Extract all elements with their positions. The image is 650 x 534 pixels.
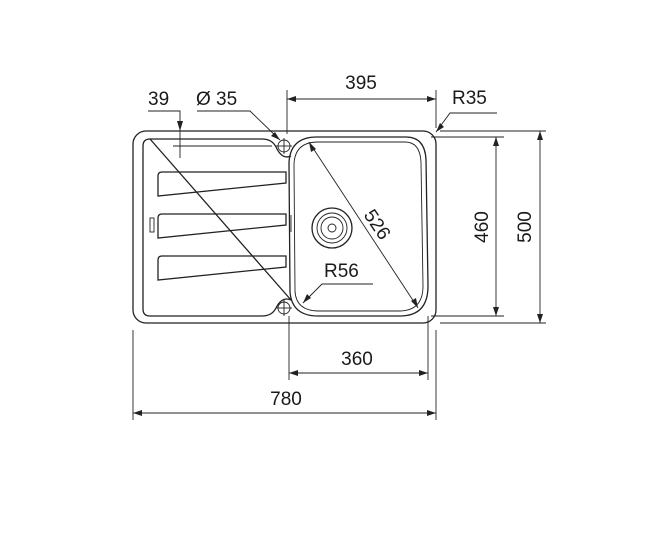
dimension-360 bbox=[288, 316, 429, 380]
drainer-outline bbox=[142, 138, 292, 317]
label-460: 460 bbox=[472, 211, 493, 243]
bowl-inner-outline bbox=[293, 141, 424, 312]
label-r35: R35 bbox=[452, 88, 487, 109]
dimension-39 bbox=[148, 110, 272, 158]
leader-r56 bbox=[302, 283, 373, 304]
label-39: 39 bbox=[148, 89, 169, 110]
sink-outer-outline bbox=[132, 130, 437, 324]
label-r56: R56 bbox=[324, 261, 359, 282]
dimension-395 bbox=[286, 90, 437, 134]
leader-diameter-35 bbox=[197, 110, 281, 141]
label-526: 526 bbox=[359, 206, 394, 244]
overflow-slot bbox=[149, 217, 155, 233]
bowl-outline bbox=[288, 136, 429, 317]
leader-r35 bbox=[435, 112, 497, 133]
label-395: 395 bbox=[345, 73, 377, 94]
label-780: 780 bbox=[270, 389, 302, 410]
dimension-526-diagonal bbox=[308, 141, 419, 309]
drainer-groove-bottom bbox=[157, 255, 287, 281]
dimension-460 bbox=[431, 136, 504, 317]
drain-waste bbox=[311, 207, 353, 249]
label-500: 500 bbox=[515, 211, 536, 243]
label-360: 360 bbox=[341, 349, 373, 370]
dimension-780 bbox=[132, 330, 437, 420]
drainer-groove-middle bbox=[157, 213, 287, 239]
label-diameter-35: Ø 35 bbox=[196, 89, 237, 110]
drainer-groove-top bbox=[157, 171, 287, 197]
dimension-500 bbox=[440, 130, 546, 324]
